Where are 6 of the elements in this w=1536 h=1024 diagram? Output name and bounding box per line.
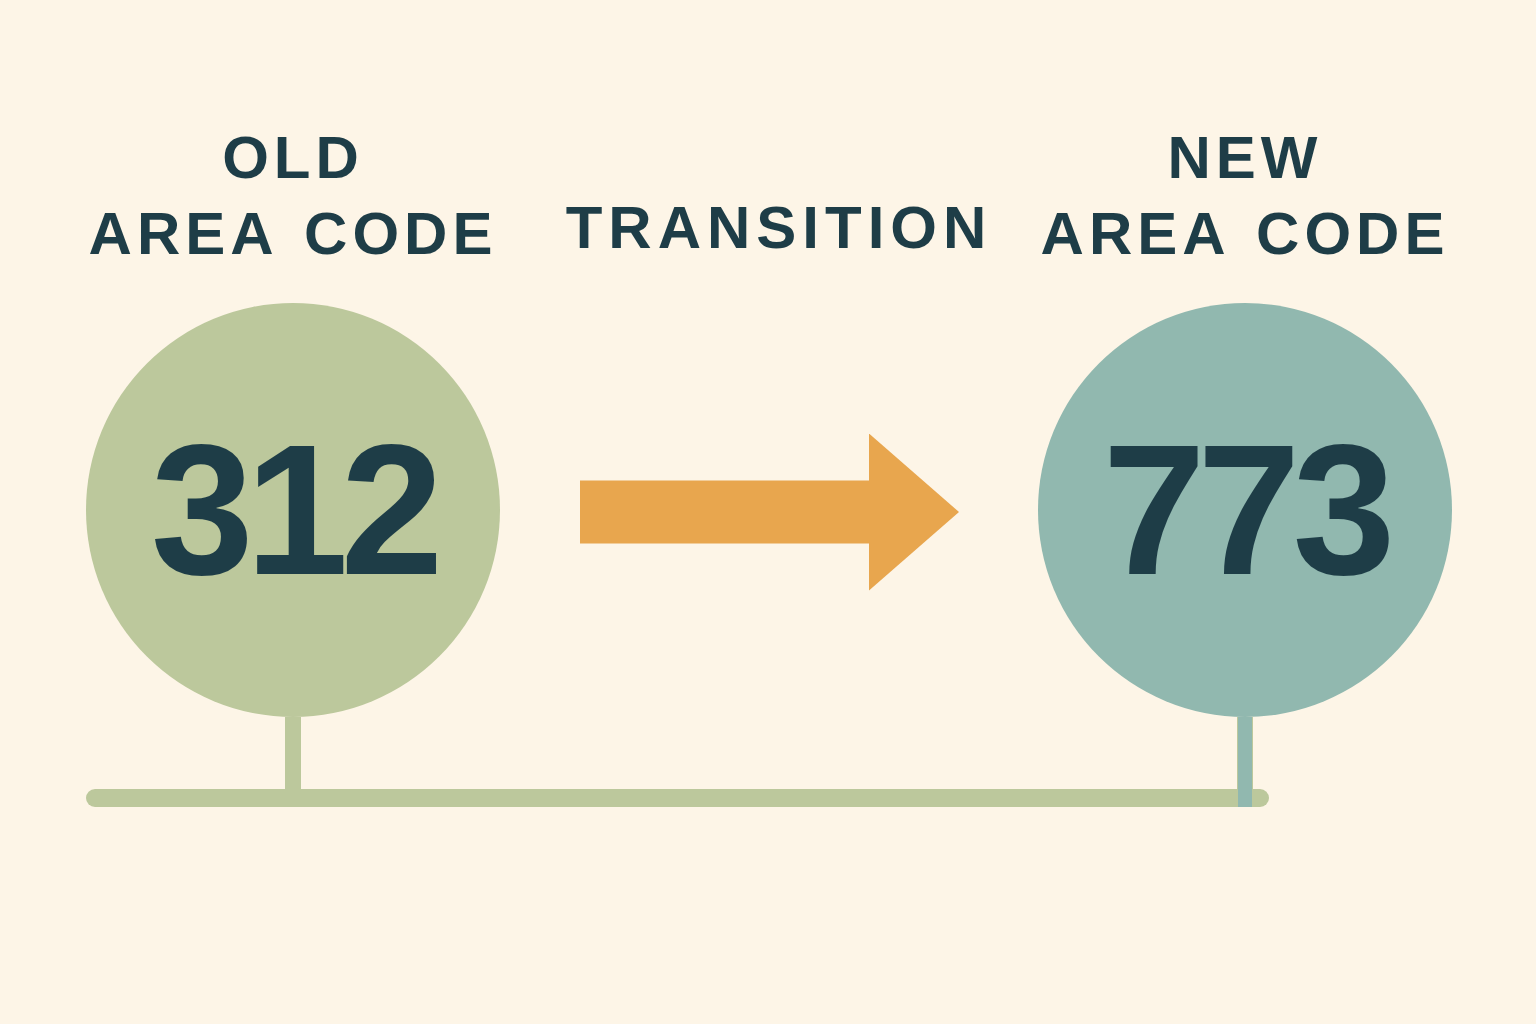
- area-code-number: 773: [1102, 417, 1388, 603]
- heading: NEW AREA CODE: [1040, 123, 1450, 269]
- timeline-connector: [86, 717, 1269, 807]
- area-code-number: 312: [150, 417, 436, 603]
- block-arrow: [580, 433, 959, 591]
- heading: OLD AREA CODE: [88, 123, 498, 269]
